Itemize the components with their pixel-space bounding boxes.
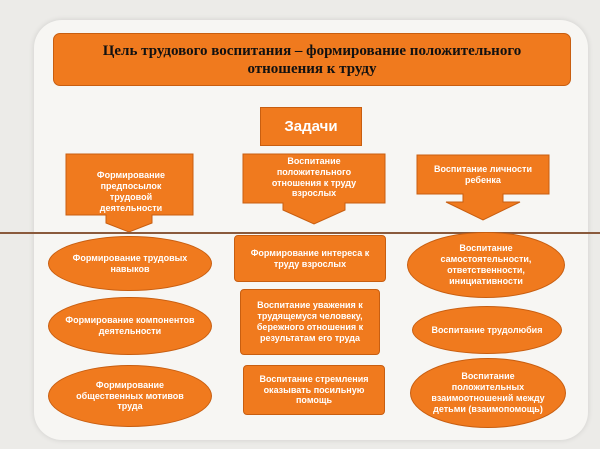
left-item-2: Формирование компонентов деятельности: [48, 297, 212, 355]
goal-title-box: Цель трудового воспитания – формирование…: [53, 33, 571, 86]
left-item-1: Формирование трудовых навыков: [48, 236, 212, 291]
left-item-1-text: Формирование трудовых навыков: [72, 252, 188, 274]
head-left: Формирование предпосылок трудовой деятел…: [72, 170, 190, 213]
middle-item-2: Воспитание уважения к трудящемуся челове…: [240, 289, 380, 355]
head-middle: Воспитание положительного отношения к тр…: [250, 154, 378, 201]
right-item-3-text: Воспитание положительных взаимоотношений…: [431, 371, 545, 414]
head-right: Воспитание личности ребенка: [420, 159, 546, 191]
left-item-3: Формирование общественных мотивов труда: [48, 365, 212, 427]
head-middle-text: Воспитание положительного отношения к тр…: [271, 155, 357, 199]
middle-item-1-text: Формирование интереса к труду взрослых: [250, 247, 370, 269]
arrow-right: [416, 154, 550, 221]
divider-line: [0, 232, 600, 234]
middle-item-2-text: Воспитание уважения к трудящемуся челове…: [256, 300, 364, 343]
tasks-box: Задачи: [260, 107, 362, 146]
head-left-text: Формирование предпосылок трудовой деятел…: [96, 170, 166, 213]
right-item-2-text: Воспитание трудолюбия: [431, 324, 543, 335]
right-item-3: Воспитание положительных взаимоотношений…: [410, 358, 566, 428]
tasks-label: Задачи: [284, 117, 338, 135]
middle-item-1: Формирование интереса к труду взрослых: [234, 235, 386, 282]
right-item-2: Воспитание трудолюбия: [412, 306, 562, 354]
right-item-1: Воспитание самостоятельности, ответствен…: [407, 232, 565, 298]
middle-item-3: Воспитание стремления оказывать посильну…: [243, 365, 385, 415]
head-right-text: Воспитание личности ребенка: [434, 164, 532, 185]
arrow-left: [65, 153, 194, 233]
left-item-2-text: Формирование компонентов деятельности: [65, 315, 195, 336]
left-item-3-text: Формирование общественных мотивов труда: [76, 379, 184, 412]
goal-title-text: Цель трудового воспитания – формирование…: [102, 42, 522, 77]
middle-item-3-text: Воспитание стремления оказывать посильну…: [259, 373, 369, 406]
arrow-middle: [242, 153, 386, 225]
right-item-1-text: Воспитание самостоятельности, ответствен…: [440, 243, 532, 286]
